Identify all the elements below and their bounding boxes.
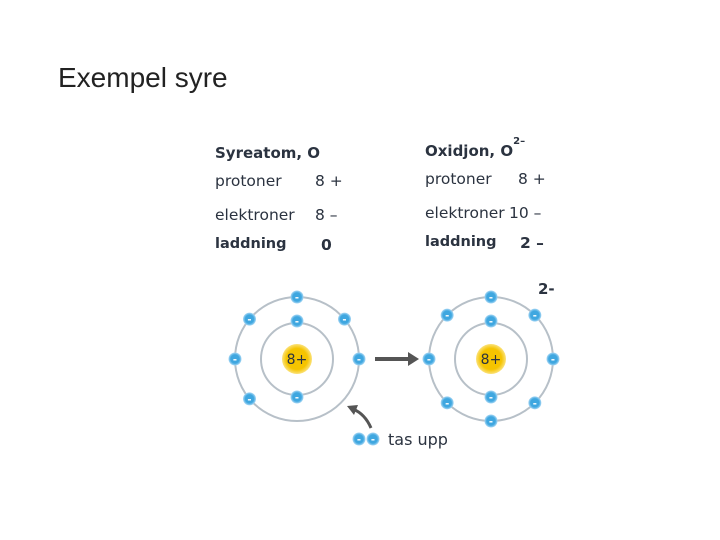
svg-text:-: - [445, 311, 449, 322]
taken-up-electrons: -- [352, 432, 380, 446]
svg-text:-: - [445, 398, 449, 409]
svg-text:-: - [233, 355, 237, 366]
atom-protons-value: 8 + [315, 172, 343, 190]
atom-model-svg: 8+-------- 8+---------- -- [228, 290, 560, 446]
ion-outer-electron: - [440, 396, 454, 410]
free-electron: - [366, 432, 380, 446]
svg-text:8+: 8+ [481, 352, 502, 368]
ion-electrons-label: elektroner [425, 204, 505, 222]
svg-text:-: - [427, 355, 431, 366]
atom-charge-label: laddning [215, 236, 287, 252]
ion-info-table: Oxidjon, O2– protoner 8 + elektroner 10 … [425, 136, 600, 272]
oxide-ion-model: 8+ - - - - - - - - - - [422, 290, 560, 428]
atom-electrons-label: elektroner [215, 206, 295, 224]
atom-inner-electron: - [290, 314, 304, 328]
svg-text:-: - [247, 394, 251, 405]
oxygen-diagram-panel: Syreatom, O protoner 8 + elektroner 8 – … [205, 130, 600, 460]
ion-header-charge: 2– [513, 136, 526, 147]
ion-outer-electron: - [440, 308, 454, 322]
atom-outer-electron: - [243, 312, 257, 326]
ion-inner-electron: - [484, 390, 498, 404]
svg-text:-: - [295, 317, 299, 328]
svg-text:-: - [551, 355, 555, 366]
slide-title: Exempel syre [58, 62, 228, 93]
atom-outer-electron: - [337, 312, 351, 326]
ion-charge-value: 2 – [520, 234, 544, 252]
svg-text:-: - [247, 315, 251, 326]
ion-nucleus: 8+ [476, 344, 506, 374]
taken-up-label: tas upp [388, 430, 448, 449]
ion-outer-electron: - [528, 396, 542, 410]
ion-outer-electron: - [484, 290, 498, 304]
ion-charge-label: laddning [425, 234, 497, 250]
ion-outer-electron: - [546, 352, 560, 366]
atom-outer-electron: - [290, 290, 304, 304]
oxygen-atom-model: 8+ - - - - - - - - [228, 290, 366, 422]
atom-info-table: Syreatom, O protoner 8 + elektroner 8 – … [215, 144, 405, 274]
ion-inner-electron: - [484, 314, 498, 328]
atom-electrons-value: 8 – [315, 206, 338, 224]
svg-text:-: - [489, 317, 493, 328]
free-electron: - [352, 432, 366, 446]
svg-text:-: - [533, 311, 537, 322]
atom-protons-label: protoner [215, 172, 282, 190]
svg-text:-: - [357, 355, 361, 366]
svg-text:-: - [489, 293, 493, 304]
svg-text:8+: 8+ [287, 352, 308, 368]
ion-charge-marker: 2- [538, 280, 555, 298]
ion-protons-label: protoner [425, 170, 492, 188]
atom-outer-electron: - [228, 352, 242, 366]
svg-text:-: - [357, 435, 361, 446]
svg-text:-: - [295, 393, 299, 404]
ion-electrons-value: 10 – [509, 204, 542, 222]
ion-header: Oxidjon, O2– [425, 136, 525, 160]
taken-up-arrow [347, 405, 373, 429]
atom-inner-electron: - [290, 390, 304, 404]
atom-nucleus: 8+ [282, 344, 312, 374]
svg-text:-: - [295, 293, 299, 304]
ion-protons-value: 8 + [518, 170, 546, 188]
ion-header-base: Oxidjon, O [425, 142, 514, 160]
atom-charge-value: 0 [321, 236, 332, 254]
svg-text:-: - [533, 398, 537, 409]
reaction-arrow [375, 352, 419, 366]
atom-outer-electron: - [243, 392, 257, 406]
ion-outer-electron: - [528, 308, 542, 322]
atom-outer-electron: - [352, 352, 366, 366]
atom-header: Syreatom, O [215, 144, 321, 162]
svg-text:-: - [342, 315, 346, 326]
svg-text:-: - [371, 435, 375, 446]
svg-text:-: - [489, 393, 493, 404]
ion-outer-electron: - [422, 352, 436, 366]
svg-text:-: - [489, 417, 493, 428]
ion-outer-electron: - [484, 414, 498, 428]
